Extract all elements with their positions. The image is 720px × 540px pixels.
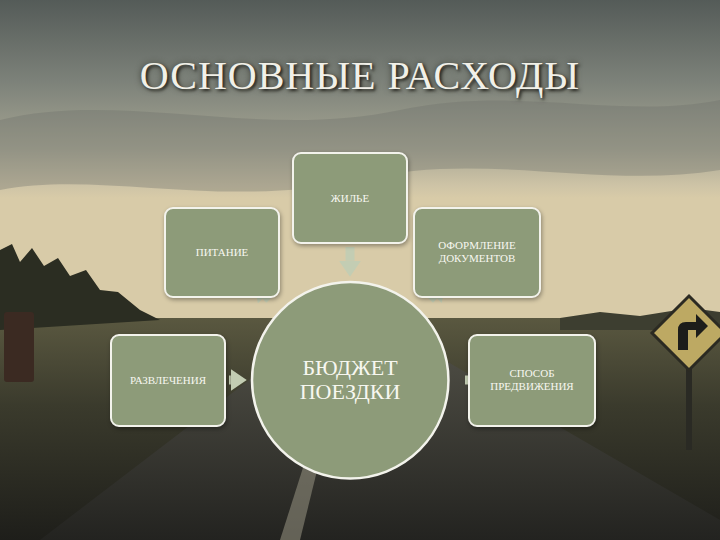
truck bbox=[4, 312, 34, 382]
block-arrow bbox=[229, 375, 231, 384]
expense-box: РАЗВЛЕЧЕНИЯ bbox=[110, 334, 226, 427]
expense-box: ОФОРМЛЕНИЕ ДОКУМЕНТОВ bbox=[413, 207, 541, 298]
node-label: ОФОРМЛЕНИЕ ДОКУМЕНТОВ bbox=[415, 239, 539, 264]
budget-circle: БЮДЖЕТ ПОЕЗДКИ bbox=[250, 280, 450, 480]
expense-box: СПОСОБ ПРЕДВИЖЕНИЯ bbox=[468, 334, 596, 427]
sign-arrow bbox=[678, 314, 708, 350]
node-label: РАЗВЛЕЧЕНИЯ bbox=[124, 374, 212, 387]
road-sign bbox=[652, 296, 720, 370]
node-label: СПОСОБ ПРЕДВИЖЕНИЯ bbox=[470, 367, 594, 392]
block-arrow bbox=[345, 247, 354, 261]
expense-box: ПИТАНИЕ bbox=[164, 207, 280, 298]
sky bbox=[0, 0, 720, 330]
node-label: БЮДЖЕТ ПОЕЗДКИ bbox=[250, 356, 450, 404]
node-label: ПИТАНИЕ bbox=[190, 246, 255, 259]
node-label: ЖИЛЬЕ bbox=[325, 192, 375, 205]
diagram-title: ОСНОВНЫЕ РАСХОДЫ bbox=[0, 52, 720, 99]
expense-box: ЖИЛЬЕ bbox=[292, 152, 408, 244]
